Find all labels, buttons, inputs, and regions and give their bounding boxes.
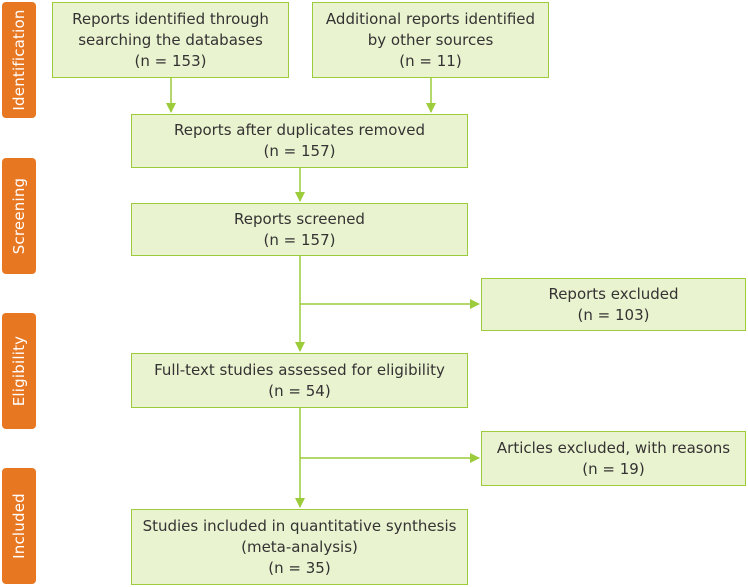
other-sources-count: (n = 11) <box>399 51 462 70</box>
dedup-count: (n = 157) <box>263 142 336 160</box>
other-sources-line2: by other sources <box>367 30 494 49</box>
articles-excluded-line1: Articles excluded, with reasons <box>496 438 731 457</box>
screened-line1: Reports screened <box>234 209 365 228</box>
included-box: Studies included in quantitative synthes… <box>131 509 468 585</box>
dedup-box: Reports after duplicates removed (n = 15… <box>131 114 468 168</box>
screened-box: Reports screened (n = 157) <box>131 203 468 256</box>
articles-excluded-count: (n = 19) <box>582 459 645 478</box>
fulltext-box: Full-text studies assessed for eligibili… <box>131 353 468 408</box>
included-line2: (meta-analysis) <box>241 537 358 556</box>
stage-screening-tab: Screening <box>2 158 36 274</box>
db-search-line1: Reports identified through <box>72 9 269 28</box>
db-search-line2: searching the databases <box>78 30 263 49</box>
included-count: (n = 35) <box>268 558 331 577</box>
stage-identification-tab: Identification <box>2 2 36 118</box>
articles-excluded-box: Articles excluded, with reasons (n = 19) <box>481 431 746 486</box>
reports-excluded-count: (n = 103) <box>577 305 650 324</box>
db-search-box: Reports identified through searching the… <box>52 2 289 78</box>
reports-excluded-box: Reports excluded (n = 103) <box>481 278 746 331</box>
fulltext-line1: Full-text studies assessed for eligibili… <box>154 360 445 379</box>
dedup-line1: Reports after duplicates removed <box>173 121 426 139</box>
other-sources-box: Additional reports identified by other s… <box>312 2 549 78</box>
reports-excluded-line1: Reports excluded <box>548 284 679 303</box>
stage-eligibility-tab: Eligibility <box>2 313 36 429</box>
stage-included-tab: Included <box>2 468 36 584</box>
fulltext-count: (n = 54) <box>268 381 331 400</box>
other-sources-line1: Additional reports identified <box>325 9 536 28</box>
db-search-count: (n = 153) <box>134 51 207 70</box>
included-line1: Studies included in quantitative synthes… <box>142 516 457 535</box>
screened-count: (n = 157) <box>263 230 336 249</box>
